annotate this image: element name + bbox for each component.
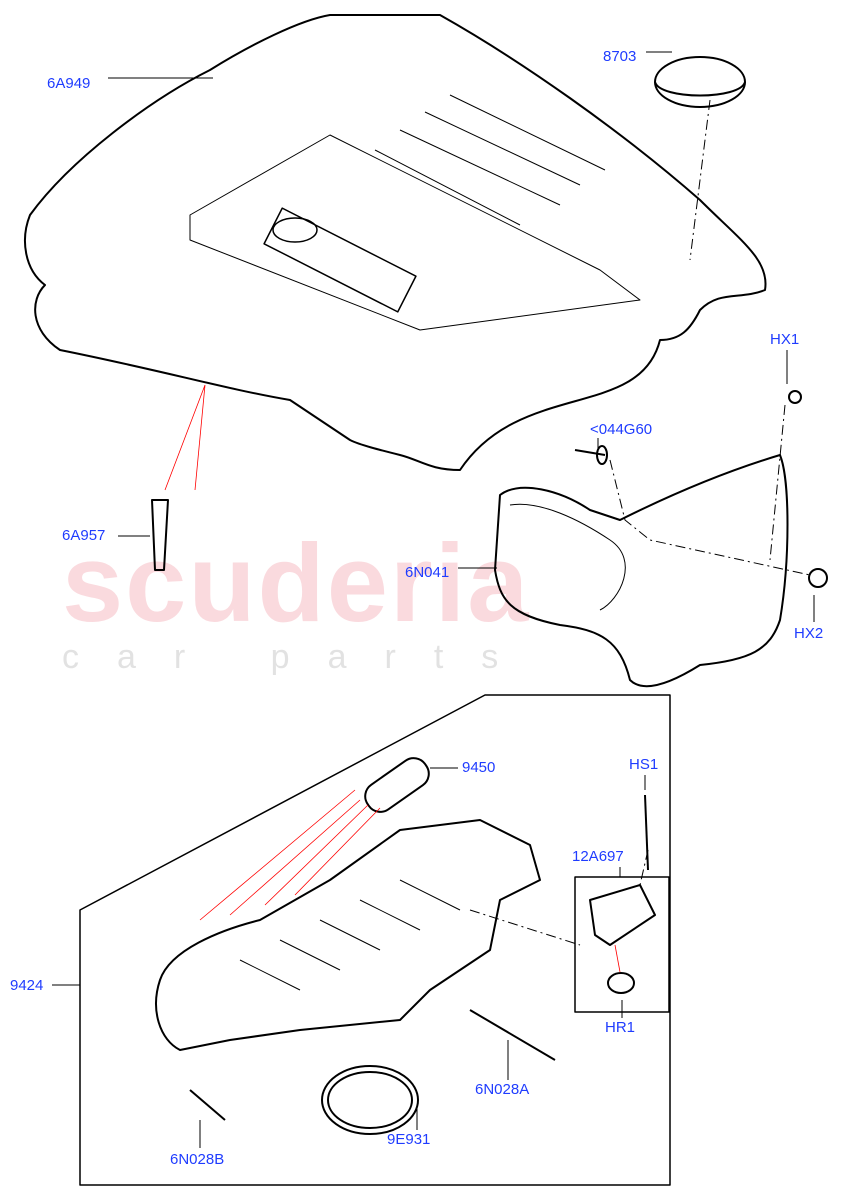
assembly-line-hs1 bbox=[639, 849, 649, 886]
stud-part bbox=[574, 449, 606, 456]
label-stud[interactable]: <044G60 bbox=[590, 421, 653, 438]
hx2-washer-part bbox=[808, 568, 828, 588]
label-hr1[interactable]: HR1 bbox=[605, 1019, 636, 1036]
red-leader-gasket bbox=[199, 789, 381, 921]
red-leader-lines bbox=[164, 384, 621, 973]
assembly-line-sensor bbox=[469, 909, 581, 946]
heat-shield-part bbox=[494, 454, 789, 688]
assembly-line-hx1 bbox=[769, 404, 786, 561]
leader-lines bbox=[52, 51, 815, 1148]
sensor-group-frame bbox=[574, 876, 670, 1013]
intake-manifold-part bbox=[155, 819, 541, 1051]
label-bolt-a[interactable]: 6N028A bbox=[475, 1081, 530, 1098]
sensor-part bbox=[589, 884, 656, 946]
assembly-line-stud-hx2 bbox=[609, 459, 811, 576]
heat-shield-contour bbox=[509, 503, 626, 611]
brand-logo-icon bbox=[272, 217, 318, 243]
label-hs1[interactable]: HS1 bbox=[629, 756, 659, 773]
engine-cover-part bbox=[24, 14, 767, 471]
label-sensor[interactable]: 12A697 bbox=[572, 848, 624, 865]
mount-pin-part bbox=[151, 499, 169, 571]
intake-manifold-runners bbox=[239, 879, 461, 991]
red-leader-hr1 bbox=[614, 944, 621, 973]
red-leader-mount-pin bbox=[164, 384, 206, 491]
assembly-lines bbox=[469, 99, 811, 946]
label-mount-pin[interactable]: 6A957 bbox=[62, 527, 106, 544]
label-gasket[interactable]: 9450 bbox=[462, 759, 496, 776]
gasket-part bbox=[364, 757, 430, 813]
label-hx2[interactable]: HX2 bbox=[794, 625, 824, 642]
seal-ring-part bbox=[321, 1065, 419, 1135]
grommet-part bbox=[654, 56, 746, 108]
grommet-rim bbox=[654, 81, 746, 97]
bolt-a-part bbox=[469, 1009, 556, 1061]
hx1-fastener-part bbox=[788, 390, 802, 404]
engine-cover-ribs bbox=[374, 94, 606, 226]
manifold-group-frame bbox=[79, 694, 671, 1186]
label-seal-ring[interactable]: 9E931 bbox=[387, 1131, 431, 1148]
engine-cover-panel bbox=[189, 134, 641, 331]
label-grommet[interactable]: 8703 bbox=[603, 48, 637, 65]
engine-cover-emblem bbox=[263, 207, 417, 313]
label-bolt-b[interactable]: 6N028B bbox=[170, 1151, 225, 1168]
label-hx1[interactable]: HX1 bbox=[770, 331, 800, 348]
seal-ring-inner bbox=[327, 1071, 413, 1129]
bolt-b-part bbox=[189, 1089, 226, 1121]
assembly-line-grommet bbox=[689, 99, 711, 261]
stud-head bbox=[596, 445, 608, 465]
watermark-brand: scuderia bbox=[62, 522, 531, 645]
label-manifold[interactable]: 9424 bbox=[10, 977, 44, 994]
label-engine-cover[interactable]: 6A949 bbox=[47, 75, 91, 92]
hr1-o-ring-part bbox=[607, 972, 635, 994]
bolt-hs1-part bbox=[644, 794, 649, 871]
label-heat-shield[interactable]: 6N041 bbox=[405, 564, 450, 581]
watermark-sub: car parts bbox=[62, 638, 537, 676]
